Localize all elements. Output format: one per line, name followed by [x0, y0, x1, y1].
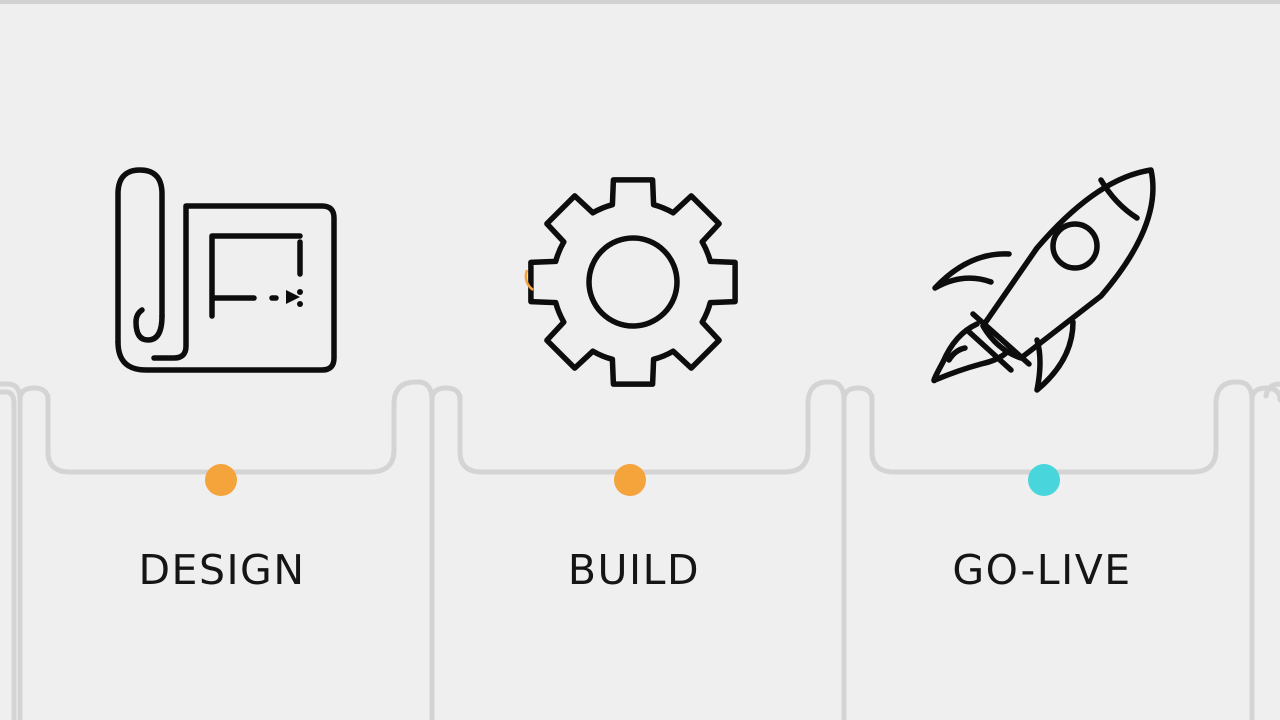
- top-divider: [0, 0, 1280, 4]
- step-label-build: BUILD: [567, 546, 701, 594]
- step-1-dot: [205, 464, 237, 496]
- rocket-icon: [925, 164, 1163, 396]
- step-label-go-live: GO-LIVE: [952, 546, 1132, 594]
- step-2-dot: [614, 464, 646, 496]
- step-label-design: DESIGN: [138, 546, 306, 594]
- blueprint-icon: [110, 164, 342, 380]
- gear-icon: [520, 172, 746, 392]
- step-3-dot: [1028, 464, 1060, 496]
